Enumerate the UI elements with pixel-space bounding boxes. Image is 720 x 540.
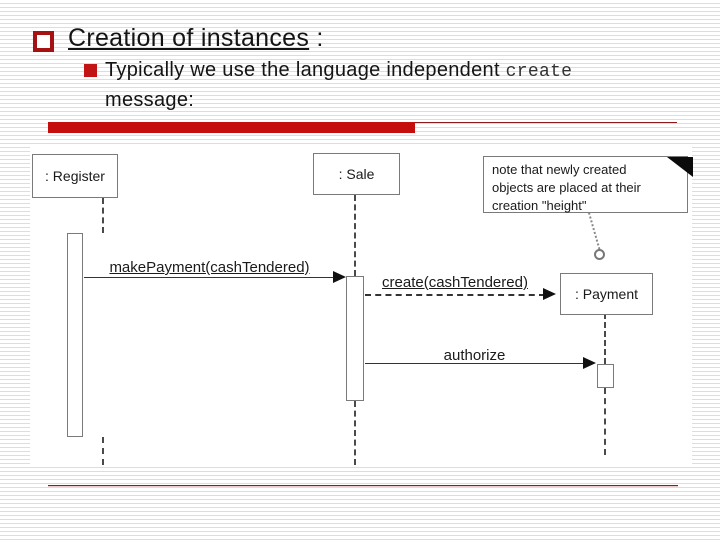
register-activation-bar (67, 233, 83, 437)
slide-title-underlined: Creation of instances (68, 24, 310, 52)
payment-activation-bar (597, 364, 614, 388)
create-message-label: create(cashTendered) (382, 274, 528, 291)
note-anchor-circle-icon (594, 249, 605, 260)
hollow-square-bullet-icon (33, 31, 54, 52)
makepayment-message-label: makePayment(cashTendered) (109, 259, 310, 276)
sale-activation-bar (346, 276, 364, 401)
uml-sequence-diagram: : Register : Sale : Payment makePayment(… (30, 147, 693, 467)
bullet-text-before: Typically we use the language independen… (105, 59, 506, 81)
sale-lifeline-lower (354, 401, 356, 465)
red-divider-bar (48, 122, 415, 133)
filled-square-bullet-icon (84, 64, 97, 77)
slide-title-suffix: : (309, 24, 324, 52)
sale-object-box: : Sale (313, 153, 400, 195)
register-lifeline-upper (102, 198, 104, 233)
bullet-code-word: create (505, 62, 573, 82)
note-line-3: creation "height" (492, 198, 587, 213)
uml-note-box: note that newly created objects are plac… (483, 156, 688, 213)
authorize-arrowhead-icon (583, 357, 596, 369)
payment-object-label: : Payment (574, 286, 639, 302)
register-lifeline-lower (102, 437, 104, 465)
payment-object-box: : Payment (560, 273, 653, 315)
bullet-text: Typically we use the language independen… (105, 56, 690, 114)
sale-lifeline-upper (354, 195, 356, 276)
register-object-box: : Register (32, 154, 118, 198)
makepayment-message-line (84, 277, 335, 278)
authorize-message-label: authorize (443, 347, 506, 364)
payment-lifeline-lower (604, 388, 606, 455)
payment-lifeline-upper (604, 313, 606, 364)
bottom-divider-line (48, 485, 678, 486)
note-connector-dotted-line (588, 212, 601, 250)
bottom-divider-shadow-line (48, 486, 678, 487)
sale-object-label: : Sale (338, 166, 375, 182)
create-arrowhead-icon (543, 288, 556, 300)
slide-title: Creation of instances : (68, 24, 324, 53)
register-object-label: : Register (45, 168, 105, 184)
note-line-2: objects are placed at their (492, 180, 641, 195)
note-line-1: note that newly created (492, 162, 627, 177)
makepayment-arrowhead-icon (333, 271, 346, 283)
create-message-dashed-line (365, 294, 545, 296)
bullet-text-line2: message: (105, 89, 195, 111)
authorize-message-line (365, 363, 584, 364)
